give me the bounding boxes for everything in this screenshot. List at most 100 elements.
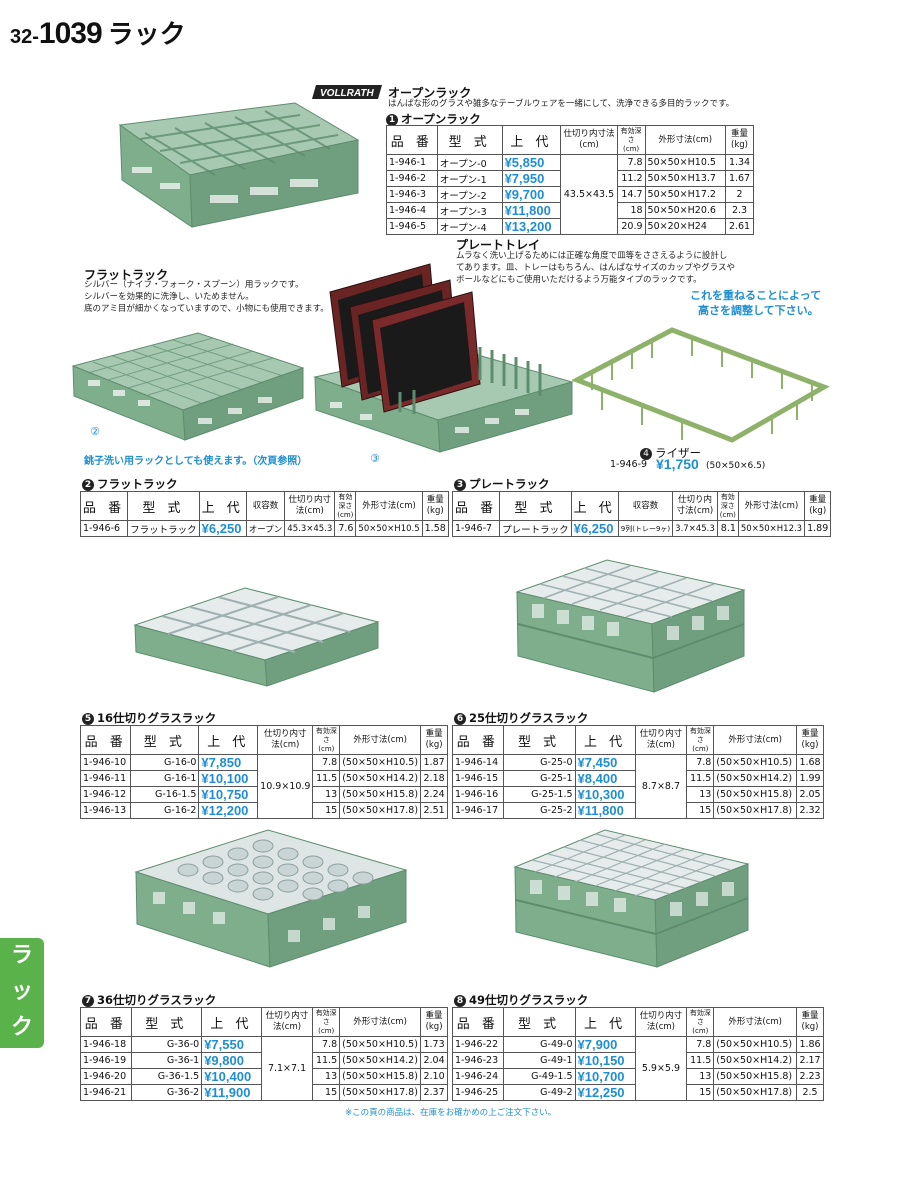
- riser-size: (50×50×6.5): [706, 461, 766, 471]
- cell-weight: 2.05: [796, 786, 824, 803]
- table-row: 1-946-19 G-36-1 ¥9,800 11.5 (50×50×H14.2…: [80, 1052, 448, 1069]
- cell-price: ¥11,800: [574, 802, 636, 819]
- cell-code: 1-946-22: [452, 1036, 504, 1053]
- table-row: 1-946-18 G-36-0 ¥7,550 7.1×7.1 7.8 (50×5…: [80, 1036, 448, 1101]
- table-row: 1-946-4 オープン-3 ¥11,800 18 50×50×H20.6 2.…: [386, 202, 754, 219]
- cell-code: 1-946-11: [79, 770, 132, 787]
- page-title: ラック: [107, 19, 186, 49]
- cell-weight: 1.34: [725, 154, 754, 171]
- cell-weight: 2.18: [420, 770, 448, 787]
- col-model: 型 式: [436, 125, 503, 155]
- cell-depth: 7.8: [686, 1036, 715, 1053]
- cell-depth: 15: [686, 802, 715, 819]
- cell-depth: 15: [312, 802, 341, 819]
- open-rack-table: 品 番 型 式 上 代 仕切り内寸法(cm) 有効深さ(cm) 外形寸法(cm)…: [386, 125, 754, 235]
- col-depth: 有効深さ(cm): [716, 491, 739, 521]
- col-outer: 外形寸法(cm): [339, 1007, 422, 1037]
- cell-price: ¥10,700: [574, 1068, 636, 1085]
- col-weight: 重量(kg): [804, 491, 832, 521]
- cell-depth: 7.6: [334, 520, 357, 537]
- cell-code: 1-946-19: [80, 1052, 132, 1069]
- cell-model: G-49-1: [502, 1052, 576, 1069]
- plate-rack-table: 品 番 型 式 上 代 収容数 仕切り内寸法(cm) 有効深さ(cm) 外形寸法…: [451, 491, 832, 537]
- cell-capacity: 9列(トレー9ヶ): [617, 520, 674, 537]
- cell-code: 1-946-1: [386, 154, 438, 171]
- cell-depth: 7.8: [686, 754, 715, 771]
- cell-code: 1-946-18: [80, 1036, 132, 1053]
- cell-code: 1-946-2: [386, 170, 438, 187]
- cell-code: 1-946-4: [386, 202, 438, 219]
- tab-char: ッ: [10, 979, 33, 1004]
- cell-price: ¥6,250: [570, 520, 619, 537]
- col-weight: 重量(kg): [421, 491, 449, 521]
- cell-price: ¥7,900: [574, 1036, 636, 1053]
- cell-weight: 1.89: [804, 520, 832, 537]
- cell-outer: (50×50×H10.5): [339, 1036, 422, 1053]
- riser-code: 1-946-9: [610, 459, 648, 470]
- cell-outer: 50×50×H12.3: [737, 520, 806, 537]
- callout-line: 高さを調整して下さい。: [698, 304, 819, 317]
- cell-model: G-36-2: [130, 1084, 203, 1101]
- section-label: 25仕切りグラスラック: [469, 711, 589, 725]
- cell-model: G-16-1.5: [130, 786, 200, 803]
- cell-model: G-25-0: [502, 754, 576, 771]
- cell-depth: 11.5: [686, 770, 715, 787]
- cell-depth: 13: [312, 786, 341, 803]
- col-price: 上 代: [501, 125, 562, 155]
- cell-outer: (50×50×H17.8): [713, 1084, 798, 1101]
- desc-line: シルバーを効果的に洗浄し、いためません。: [84, 292, 254, 302]
- col-outer: 外形寸法(cm): [355, 491, 423, 521]
- col-outer: 外形寸法(cm): [644, 125, 727, 155]
- cell-weight: 1.86: [796, 1036, 824, 1053]
- col-capacity: 収容数: [245, 491, 286, 521]
- col-outer: 外形寸法(cm): [737, 491, 806, 521]
- cell-outer: (50×50×H15.8): [713, 1068, 798, 1085]
- section-label: 36仕切りグラスラック: [97, 993, 217, 1007]
- section-number: 8: [454, 995, 466, 1007]
- section-number: 5: [82, 713, 94, 725]
- cell-weight: 2.61: [725, 218, 754, 235]
- col-inner: 仕切り内寸法(cm): [672, 491, 718, 521]
- col-code: 品 番: [79, 491, 129, 521]
- flat-rack-marker: ②: [90, 425, 100, 438]
- plate-rack-image: [310, 262, 580, 457]
- flat-rack-note: 銚子洗い用ラックとしても使えます。（次頁参照）: [84, 456, 308, 467]
- plate-rack-marker: ③: [370, 452, 380, 465]
- cell-weight: 2.32: [796, 802, 824, 819]
- cell-model: G-25-2: [502, 802, 576, 819]
- desc-line: てあります。皿、トレーはもちろん、はんぱなサイズのカップやグラスや: [456, 263, 735, 273]
- col-depth: 有効深さ(cm): [616, 125, 646, 155]
- cell-weight: 2.04: [420, 1052, 448, 1069]
- table-row: 1-946-10 G-16-0 ¥7,850 10.9×10.9 7.8 (50…: [79, 754, 448, 819]
- col-code: 品 番: [452, 725, 504, 755]
- table-row: 1-946-1 オープン-0 ¥5,850 43.5×43.5 7.8 50×5…: [386, 154, 754, 235]
- cell-weight: 2.3: [725, 202, 754, 219]
- cell-outer: (50×50×H15.8): [339, 1068, 422, 1085]
- cell-code: 1-946-24: [452, 1068, 504, 1085]
- col-weight: 重量(kg): [725, 125, 754, 155]
- cell-weight: 1.99: [796, 770, 824, 787]
- cell-depth: 13: [686, 786, 715, 803]
- col-depth: 有効深さ(cm): [686, 725, 715, 755]
- cell-inner: 10.9×10.9: [257, 754, 314, 819]
- cell-depth: 11.5: [312, 1052, 341, 1069]
- cell-code: 1-946-17: [452, 802, 504, 819]
- cell-model: オープン-0: [436, 154, 503, 171]
- table-row: 1-946-7 プレートラック ¥6,250 9列(トレー9ヶ) 3.7×45.…: [451, 520, 832, 537]
- col-inner: 仕切り内寸法(cm): [260, 1007, 314, 1037]
- cell-code: 1-946-5: [386, 218, 438, 235]
- cell-model: G-16-1: [130, 770, 200, 787]
- cell-inner: 7.1×7.1: [260, 1036, 314, 1101]
- cell-price: ¥9,800: [201, 1052, 262, 1069]
- cell-weight: 1.68: [796, 754, 824, 771]
- col-price: 上 代: [574, 725, 636, 755]
- col-price: 上 代: [198, 491, 247, 521]
- cell-weight: 1.87: [420, 754, 448, 771]
- cell-code: 1-946-20: [80, 1068, 132, 1085]
- cell-model: G-49-2: [502, 1084, 576, 1101]
- cell-code: 1-946-3: [386, 186, 438, 203]
